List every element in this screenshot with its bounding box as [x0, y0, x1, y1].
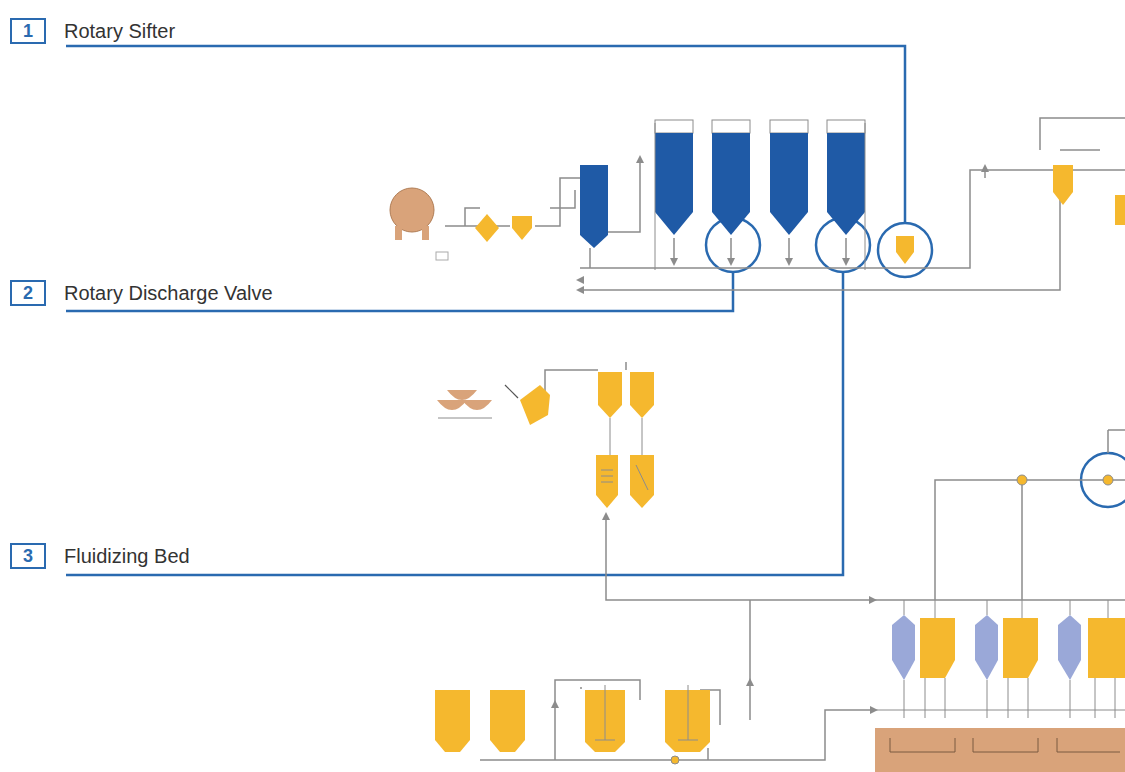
part-name: Fluidizing Bed	[64, 545, 190, 568]
blue-silo	[580, 165, 608, 248]
callout-number: 1	[10, 18, 46, 44]
valve-dots	[671, 475, 1113, 764]
leader-lines	[66, 46, 1125, 575]
callout: 2 Rotary Discharge Valve	[10, 280, 273, 306]
filter-diamond	[475, 214, 499, 242]
bag-dump	[437, 385, 550, 425]
arrowheads	[551, 155, 989, 714]
mixer-internals	[595, 685, 698, 740]
process-lines	[445, 118, 1125, 760]
sifter	[896, 236, 914, 264]
storage-silos	[655, 120, 865, 270]
tank	[390, 188, 448, 260]
vessel-internals	[601, 418, 648, 490]
callout: 1 Rotary Sifter	[10, 18, 175, 44]
top-right-hoppers	[1053, 165, 1125, 225]
part-name: Rotary Sifter	[64, 20, 175, 43]
bottom-right-stations	[870, 600, 1125, 772]
small-hopper	[512, 216, 532, 240]
callout-number: 3	[10, 543, 46, 569]
part-name: Rotary Discharge Valve	[64, 282, 273, 305]
callout: 3 Fluidizing Bed	[10, 543, 190, 569]
bottom-left-bins	[435, 690, 710, 752]
callout-number: 2	[10, 280, 46, 306]
middle-vessels	[596, 372, 654, 508]
